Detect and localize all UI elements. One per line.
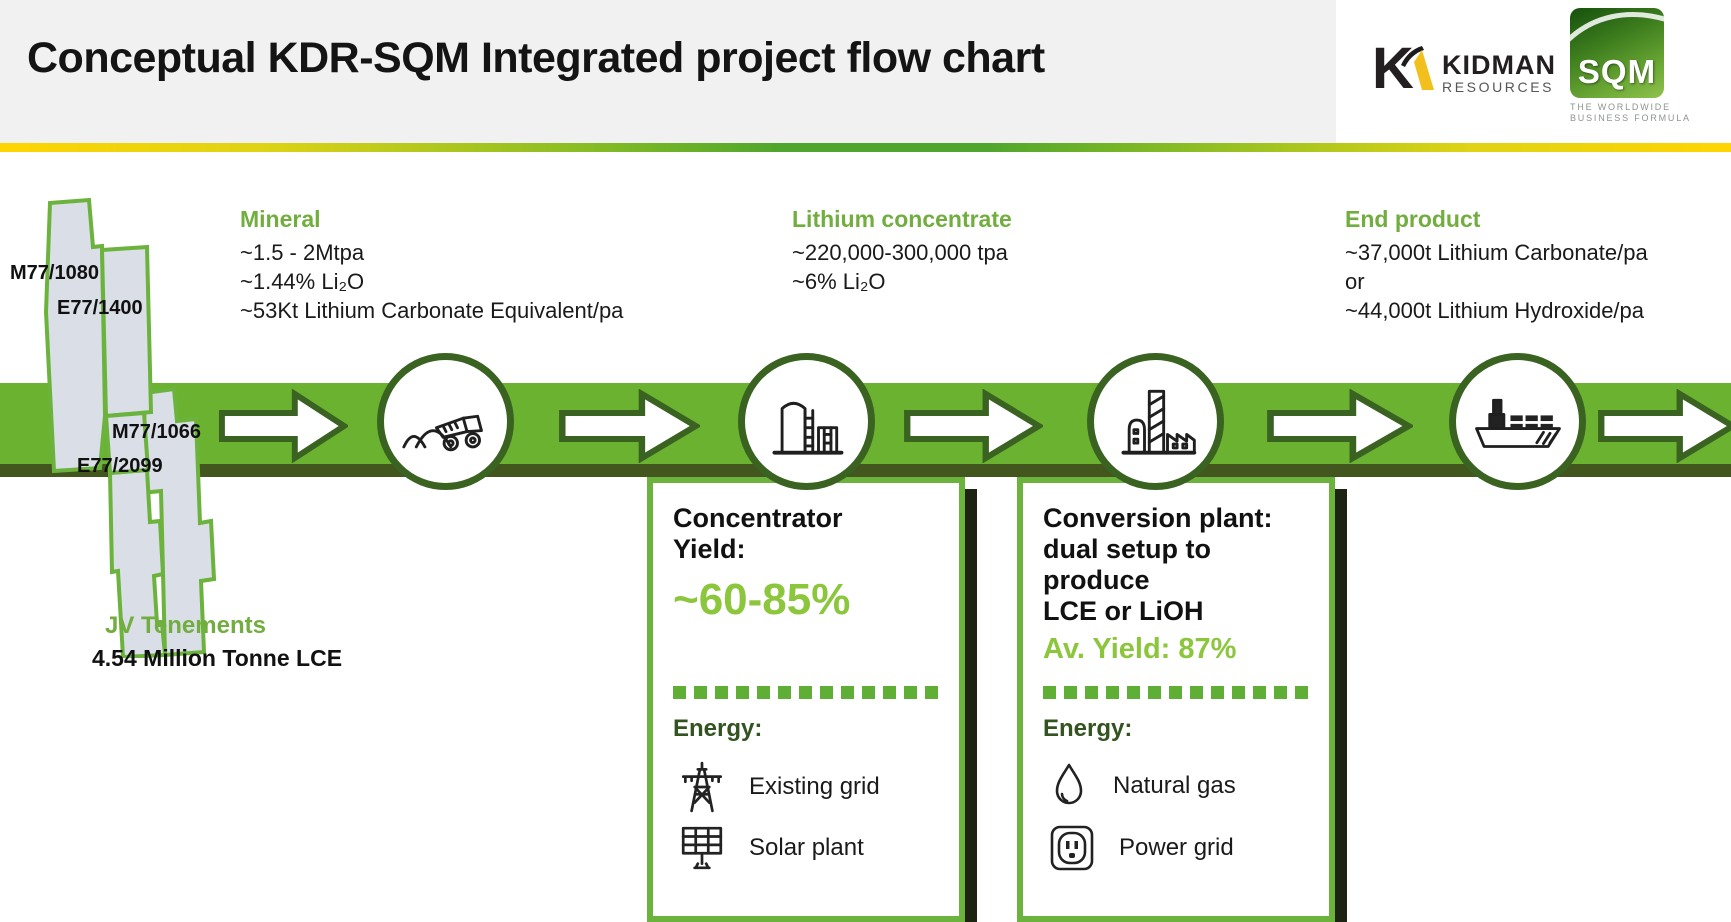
tenement-shape: [139, 386, 217, 658]
jv-tenements-block: JV Tenements 4.54 Million Tonne LCE: [92, 612, 342, 672]
arrow-right-icon: [1267, 389, 1413, 463]
page-title: Conceptual KDR-SQM Integrated project fl…: [27, 34, 1045, 82]
stage-circle-conversion: [1087, 353, 1224, 490]
kidman-subtitle: RESOURCES: [1442, 78, 1555, 95]
card-concentrator: Concentrator Yield: ~60-85% Energy: Exis…: [647, 477, 965, 922]
tenement-label: E77/1400: [57, 297, 143, 319]
tenement-shape: [103, 410, 151, 476]
annotation-endproduct-line: ~44,000t Lithium Hydroxide/pa: [1345, 298, 1645, 323]
sqm-tagline-1: THE WORLDWIDE: [1570, 102, 1671, 112]
sqm-mark: SQM: [1577, 53, 1657, 90]
energy-row-label: Natural gas: [1113, 772, 1236, 799]
dashed-divider: [673, 686, 939, 699]
annotation-concentrate-line: ~6% Li₂O: [792, 269, 886, 294]
annotation-end-product: End product ~37,000t Lithium Carbonate/p…: [1345, 206, 1729, 325]
flow-arrow-3: [903, 389, 1043, 463]
tenement-shape: [107, 467, 168, 658]
kidman-pick-icon: [1401, 46, 1434, 90]
transmission-tower-icon: [681, 761, 723, 813]
card-concentrator-yield-value: ~60-85%: [673, 575, 851, 624]
slide-header: Conceptual KDR-SQM Integrated project fl…: [0, 0, 1731, 143]
tenement-map: [43, 197, 217, 658]
tenement-label: M77/1066: [112, 421, 201, 443]
tenement-shape: [43, 197, 108, 474]
tenement-label: M77/1080: [10, 262, 99, 284]
energy-label: Energy:: [673, 715, 763, 742]
storage-tanks-icon: [772, 401, 843, 455]
arrow-right-icon: [218, 389, 348, 463]
header-logo-panel: [1336, 0, 1731, 143]
kidman-name: KIDMAN: [1442, 49, 1556, 80]
card-conversion-title: LCE or LiOH: [1043, 596, 1204, 626]
sqm-logo-box: SQM: [1570, 8, 1664, 98]
kidman-k-letter: K: [1372, 36, 1414, 101]
flow-arrow-5: [1597, 389, 1731, 463]
card-conversion: Conversion plant: dual setup to produce …: [1017, 477, 1335, 922]
energy-row-label: Existing grid: [749, 773, 880, 800]
card-concentrator-title: Yield:: [673, 534, 746, 564]
energy-row: Power grid: [1049, 824, 1234, 872]
flow-arrow-4: [1266, 389, 1413, 463]
energy-label: Energy:: [1043, 715, 1133, 742]
sqm-tagline-2: BUSINESS FORMULA: [1570, 113, 1691, 123]
card-conversion-title: dual setup to: [1043, 534, 1211, 564]
annotation-endproduct-line: ~37,000t Lithium Carbonate/pa: [1345, 240, 1648, 265]
cargo-ship-icon: [1474, 398, 1561, 448]
annotation-mineral-line: ~1.5 - 2Mtpa: [240, 240, 365, 265]
tenement-shape: [99, 244, 154, 419]
annotation-mineral: Mineral ~1.5 - 2Mtpa ~1.44% Li₂O ~53Kt L…: [240, 206, 623, 325]
card-concentrator-title: Concentrator: [673, 503, 843, 533]
flow-arrow-2: [558, 389, 700, 463]
arrow-right-icon: [559, 389, 700, 463]
sqm-logo: SQM THE WORLDWIDE BUSINESS FORMULA: [1570, 8, 1691, 123]
arrow-right-icon: [1598, 389, 1731, 463]
dashed-divider: [1043, 686, 1309, 699]
solar-panel-icon: [681, 826, 723, 870]
card-conversion-yield-value: Av. Yield: 87%: [1043, 633, 1237, 665]
power-outlet-icon: [1050, 825, 1094, 871]
arrow-right-icon: [904, 389, 1043, 463]
accent-gradient-bar: [0, 143, 1731, 152]
flow-arrow-1: [218, 389, 348, 463]
jv-tenements-value: 4.54 Million Tonne LCE: [92, 645, 343, 671]
card-conversion-title: Conversion plant:: [1043, 503, 1273, 533]
energy-row: Solar plant: [679, 824, 864, 872]
kidman-mark: K: [1372, 38, 1434, 102]
annotation-mineral-line: ~1.44% Li₂O: [240, 269, 365, 294]
annotation-lithium-concentrate: Lithium concentrate ~220,000-300,000 tpa…: [792, 206, 1012, 296]
energy-row-label: Power grid: [1119, 834, 1234, 861]
stage-circle-concentrator: [738, 353, 875, 490]
annotation-mineral-line: ~53Kt Lithium Carbonate Equivalent/pa: [240, 298, 624, 323]
stage-circle-shipping: [1449, 353, 1586, 490]
sqm-swoosh-icon: [1570, 12, 1664, 42]
stage-circle-mining: [377, 353, 514, 490]
annotation-endproduct-title: End product: [1345, 206, 1481, 232]
annotation-endproduct-line: or: [1345, 269, 1365, 294]
energy-row-label: Solar plant: [749, 834, 864, 861]
haul-truck-icon: [401, 414, 483, 451]
card-conversion-title: produce: [1043, 565, 1150, 595]
conversion-plant-icon: [1121, 389, 1196, 455]
annotation-concentrate-line: ~220,000-300,000 tpa: [792, 240, 1008, 265]
kidman-wordmark: KIDMAN RESOURCES: [1442, 51, 1556, 96]
kidman-logo: K KIDMAN RESOURCES: [1372, 38, 1556, 102]
droplet-icon: [1055, 763, 1083, 805]
jv-tenements-title: JV Tenements: [105, 612, 266, 639]
tenement-label: E77/2099: [77, 455, 163, 477]
energy-row: Natural gas: [1049, 761, 1236, 811]
energy-row: Existing grid: [679, 761, 880, 813]
annotation-concentrate-title: Lithium concentrate: [792, 206, 1012, 232]
annotation-mineral-title: Mineral: [240, 206, 321, 232]
